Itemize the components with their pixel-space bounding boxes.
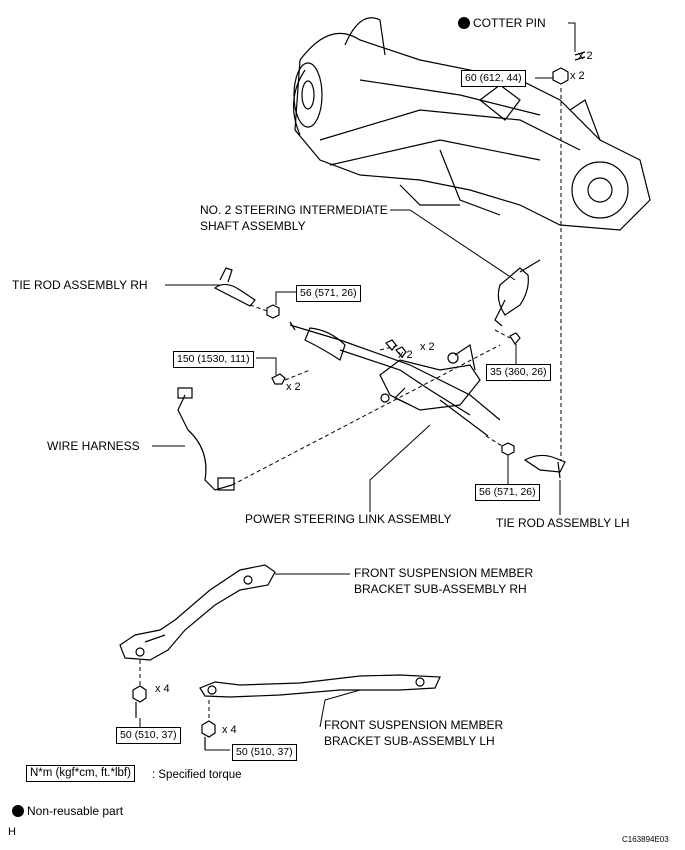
steering-rack (289, 321, 501, 437)
bracket-rh-shape (119, 564, 276, 661)
steering-shaft-label-line1: NO. 2 STEERING INTERMEDIATE (200, 203, 388, 217)
footer-left: H (8, 826, 16, 838)
tie-rod-rh-label: TIE ROD ASSEMBLY RH (12, 278, 148, 292)
power-steering-link-label: POWER STEERING LINK ASSEMBLY (245, 512, 452, 526)
tie-rod-lh-label: TIE ROD ASSEMBLY LH (496, 516, 630, 530)
intermediate-shaft (494, 259, 541, 327)
torque-shaft-35: 35 (360, 26) (486, 364, 551, 381)
mid-qty-a: x 2 (420, 341, 435, 353)
bracket-lh-bolt-qty: x 4 (222, 724, 237, 736)
nut-qty: x 2 (570, 70, 585, 82)
steering-shaft-label-line2: SHAFT ASSEMBLY (200, 219, 306, 233)
tie-rod-rh (213, 267, 256, 307)
bracket-rh-label-line2: BRACKET SUB-ASSEMBLY RH (354, 582, 527, 596)
mid-qty-b: x 2 (398, 349, 413, 361)
bracket-rh-label-line1: FRONT SUSPENSION MEMBER (354, 566, 534, 580)
bolt-qty: x 2 (286, 381, 301, 393)
footer-code: C163894E03 (622, 835, 669, 844)
tie-rod-lh (523, 454, 566, 479)
bracket-lh-label-line2: BRACKET SUB-ASSEMBLY LH (324, 734, 495, 748)
legend-unit-text: : Specified torque (152, 769, 242, 781)
fasteners (132, 51, 586, 750)
nonreusable-dot-icon (12, 805, 24, 817)
wire-harness-label: WIRE HARNESS (47, 439, 140, 453)
torque-bracket-rh: 50 (510, 37) (116, 727, 181, 744)
torque-tie-rod-lh: 56 (571, 26) (475, 484, 540, 501)
cotter-pin-qty: x 2 (578, 50, 593, 62)
torque-bracket-lh: 50 (510, 37) (232, 744, 297, 761)
wire-harness-shape (177, 387, 235, 491)
bracket-lh-shape (199, 674, 441, 698)
bracket-lh-label-line1: FRONT SUSPENSION MEMBER (324, 718, 504, 732)
torque-bolt-150: 150 (1530, 111) (173, 351, 254, 368)
torque-tie-rod-rh: 56 (571, 26) (296, 285, 361, 302)
torque-nut-top: 60 (612, 44) (461, 70, 526, 87)
legend-unit-box: N*m (kgf*cm, ft.*lbf) (26, 765, 135, 782)
front-subframe (292, 17, 651, 231)
legend-nonreusable: Non-reusable part (12, 804, 123, 819)
bracket-rh-bolt-qty: x 4 (155, 683, 170, 695)
nonreusable-dot-icon (458, 17, 470, 29)
cotter-pin-label: COTTER PIN (458, 16, 546, 31)
